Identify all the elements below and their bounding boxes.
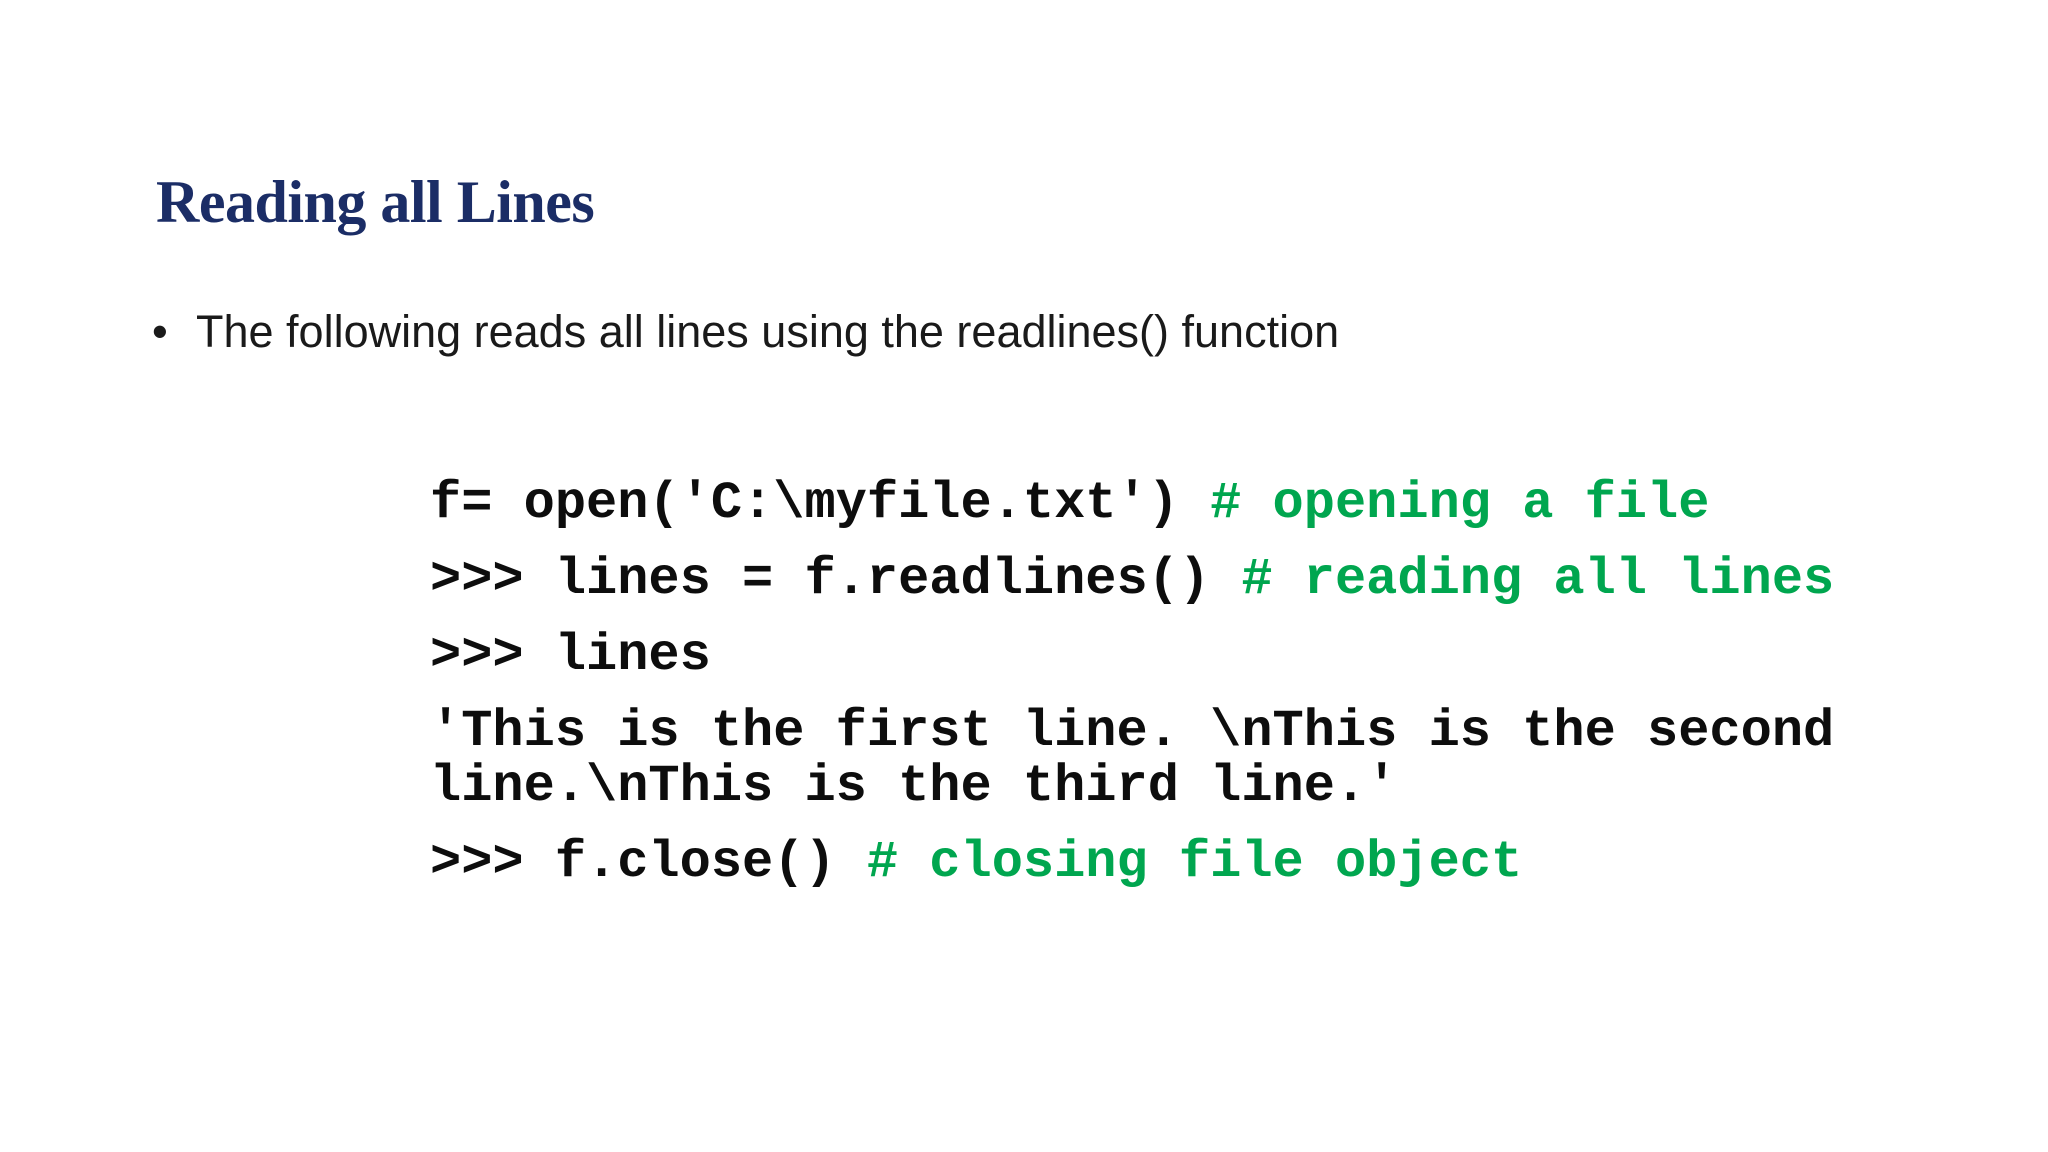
code-line: >>> lines = f.readlines() # reading all …	[430, 552, 1930, 607]
code-statement: >>> lines	[430, 626, 711, 685]
bullet-marker: •	[152, 306, 168, 357]
code-output: 'This is the first line. \nThis is the s…	[430, 704, 1930, 814]
code-statement: >>> f.close()	[430, 833, 867, 892]
bullet-text: The following reads all lines using the …	[196, 306, 1340, 357]
code-comment: # reading all lines	[1241, 550, 1835, 609]
code-comment: # opening a file	[1210, 474, 1710, 533]
code-statement: 'This is the first line. \nThis is the s…	[430, 702, 1866, 816]
code-line: >>> lines	[430, 628, 1930, 683]
slide-title: Reading all Lines	[156, 169, 595, 236]
code-line: >>> f.close() # closing file object	[430, 835, 1930, 890]
code-statement: f= open('C:\myfile.txt')	[430, 474, 1211, 533]
code-comment: # closing file object	[866, 833, 1523, 892]
code-line: f= open('C:\myfile.txt') # opening a fil…	[430, 476, 1930, 531]
code-block: f= open('C:\myfile.txt') # opening a fil…	[430, 476, 1930, 911]
bullet-item: • The following reads all lines using th…	[152, 302, 1339, 362]
code-statement: >>> lines = f.readlines()	[430, 550, 1242, 609]
